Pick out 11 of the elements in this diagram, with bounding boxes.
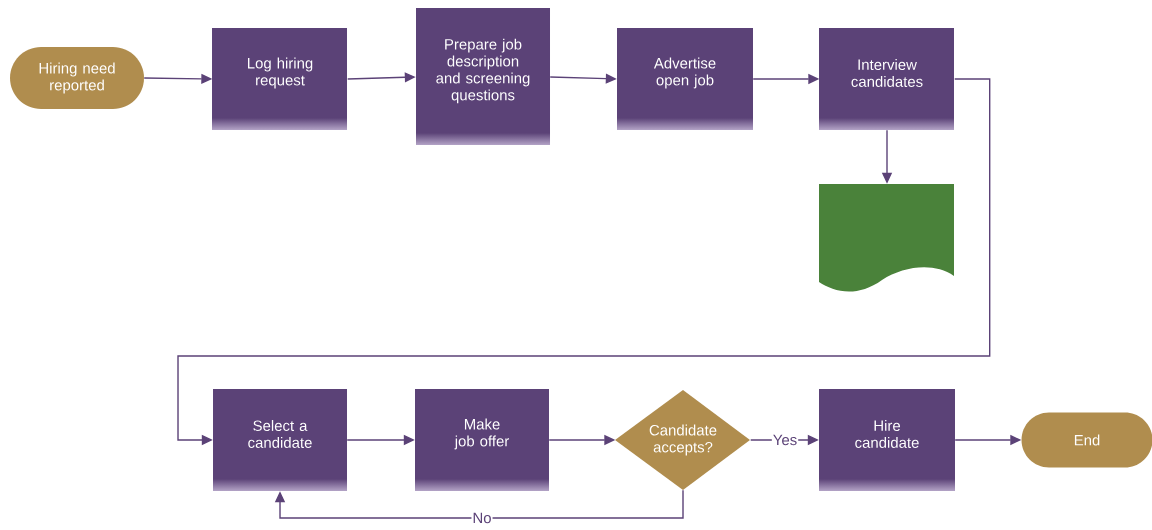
- process-box: Select a candidate: [213, 389, 347, 491]
- process-box: Make job offer: [415, 389, 549, 491]
- process-box: Interview candidates: [819, 28, 954, 130]
- process-box: Hire candidate: [819, 389, 955, 491]
- process-box: Prepare job description and screening questions: [416, 8, 550, 145]
- arrow: [274, 489, 684, 519]
- document-shape: [819, 184, 954, 292]
- process-box: Advertise open job: [617, 28, 753, 130]
- process-box: Log hiring request: [212, 28, 347, 130]
- edge-label: Yes: [771, 433, 799, 447]
- edge-label: No: [471, 511, 493, 525]
